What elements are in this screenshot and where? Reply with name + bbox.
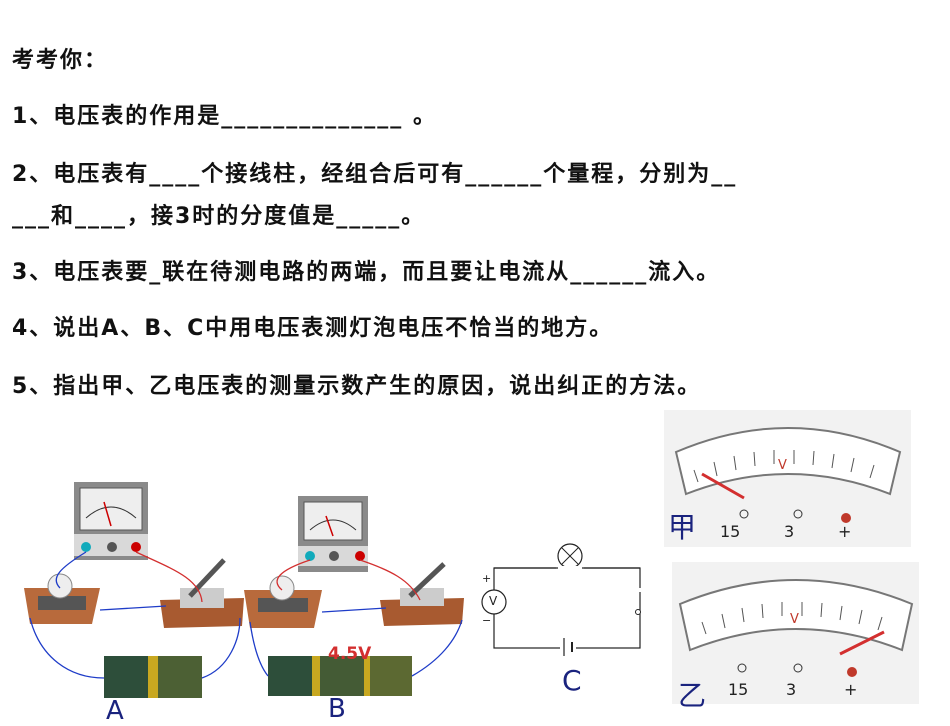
figure-label-b: B xyxy=(328,694,346,724)
circuit-photo-a xyxy=(24,482,244,698)
heading: 考考你： xyxy=(12,48,109,73)
meter-jia-panel: V 15 3 + xyxy=(664,410,911,547)
battery-a-icon xyxy=(104,656,202,698)
circuit-diagram-c: V + − xyxy=(474,538,654,662)
terminal-15-yi-icon xyxy=(737,663,747,673)
circuit-plus-sign: + xyxy=(482,572,492,585)
terminal-15-jia-icon xyxy=(739,509,749,519)
meter-label-jia: 甲 xyxy=(668,511,697,544)
lamp-a-icon xyxy=(24,573,100,624)
question-2-continued: ___和____，接3时的分度值是_____。 xyxy=(12,204,426,229)
figure-label-a: A xyxy=(106,696,124,726)
battery-b-icon xyxy=(268,656,412,696)
terminal-3-yi-label: 3 xyxy=(786,680,797,699)
circuit-minus-sign: − xyxy=(482,614,492,627)
meter-yi-panel: V 15 3 + xyxy=(672,562,919,704)
terminal-plus-yi-label: + xyxy=(844,680,858,699)
circuit-meter-symbol: V xyxy=(489,594,498,608)
lamp-b-icon xyxy=(244,575,322,628)
voltmeter-b-icon xyxy=(298,496,368,572)
switch-b-icon xyxy=(380,562,464,626)
terminal-plus-yi-icon xyxy=(847,667,857,677)
circuit-diagram-c-svg xyxy=(481,543,644,656)
question-5: 5、指出甲、乙电压表的测量示数产生的原因，说出纠正的方法。 xyxy=(12,374,702,399)
terminal-3-jia-label: 3 xyxy=(784,522,795,541)
circuit-photo-b xyxy=(244,496,464,696)
question-3: 3、电压表要_联在待测电路的两端，而且要让电流从______流入。 xyxy=(12,260,721,285)
terminal-3-jia-icon xyxy=(793,509,803,519)
question-2: 2、电压表有____个接线柱，经组合后可有______个量程，分别为__ xyxy=(12,162,738,187)
needle-jia xyxy=(701,472,745,500)
meter-yi-unit: V xyxy=(790,612,799,627)
meter-jia-dial-icon xyxy=(674,427,902,523)
terminal-15-yi-label: 15 xyxy=(728,680,749,699)
question-1: 1、电压表的作用是______________ 。 xyxy=(12,104,437,129)
battery-voltage-label: 4.5V xyxy=(328,644,372,664)
terminal-plus-jia-icon xyxy=(841,513,851,523)
meter-yi-dial-icon xyxy=(678,579,914,677)
terminal-3-yi-icon xyxy=(793,663,803,673)
switch-a-icon xyxy=(160,558,244,628)
voltmeter-a-icon xyxy=(74,482,148,560)
meter-jia-unit: V xyxy=(778,458,787,473)
needle-yi xyxy=(839,630,885,656)
meter-label-yi: 乙 xyxy=(678,679,707,712)
terminal-15-jia-label: 15 xyxy=(720,522,741,541)
terminal-plus-jia-label: + xyxy=(838,522,852,541)
figure-label-c: C xyxy=(562,664,582,697)
question-4: 4、说出A、B、C中用电压表测灯泡电压不恰当的地方。 xyxy=(12,316,614,341)
voltmeter-symbol-icon xyxy=(481,589,507,615)
